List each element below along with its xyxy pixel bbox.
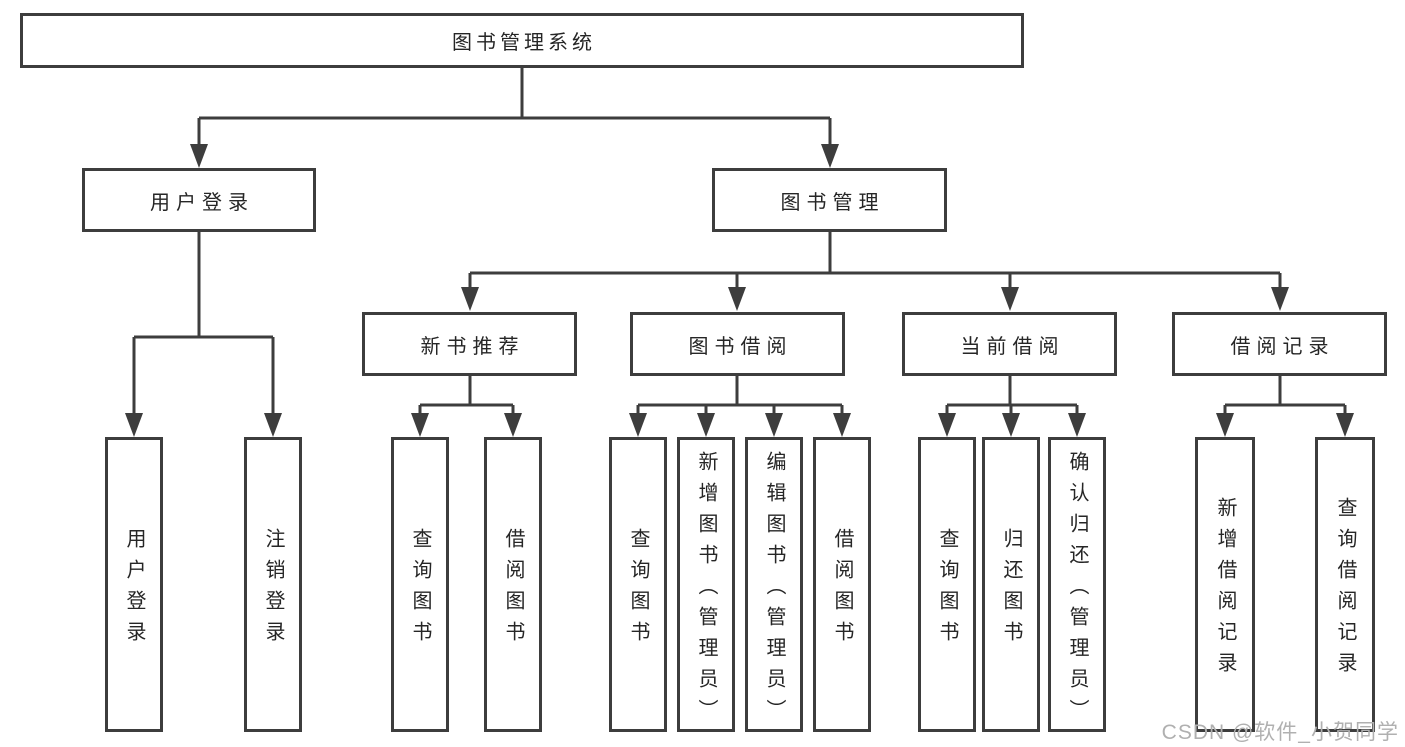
leaf-query-books-current: 查询图书 [918, 437, 976, 732]
leaf-query-borrow-record: 查询借阅记录 [1315, 437, 1375, 732]
leaf-query-books-borrow: 查询图书 [609, 437, 667, 732]
node-label: 查询图书 [627, 528, 649, 652]
node-current-borrow: 当前借阅 [902, 312, 1117, 376]
node-label: 编辑图书（管理员） [763, 451, 785, 730]
leaf-confirm-return-admin: 确认归还（管理员） [1048, 437, 1106, 732]
node-label: 借阅图书 [502, 528, 524, 652]
node-book-borrow: 图书借阅 [630, 312, 845, 376]
leaf-edit-book-admin: 编辑图书（管理员） [745, 437, 803, 732]
node-label: 查询图书 [409, 528, 431, 652]
node-book-management: 图书管理 [712, 168, 947, 232]
node-borrow-records: 借阅记录 [1172, 312, 1387, 376]
node-label: 借阅记录 [1230, 335, 1335, 358]
leaf-return-book: 归还图书 [982, 437, 1040, 732]
node-user-login: 用户登录 [82, 168, 316, 232]
leaf-user-login: 用户登录 [105, 437, 163, 732]
node-label: 查询借阅记录 [1334, 497, 1356, 683]
node-label: 借阅图书 [831, 528, 853, 652]
node-label: 注销登录 [262, 528, 284, 652]
node-label: 图书借阅 [688, 335, 793, 358]
leaf-add-borrow-record: 新增借阅记录 [1195, 437, 1255, 732]
node-new-book-recommend: 新书推荐 [362, 312, 577, 376]
node-label: 图书管理 [780, 191, 885, 214]
leaf-query-books-recommend: 查询图书 [391, 437, 449, 732]
leaf-borrow-books: 借阅图书 [813, 437, 871, 732]
node-label: 用户登录 [123, 528, 145, 652]
node-label: 新增图书（管理员） [695, 451, 717, 730]
arrowheads [125, 144, 1354, 437]
leaf-borrow-books-recommend: 借阅图书 [484, 437, 542, 732]
node-label: 确认归还（管理员） [1066, 451, 1088, 730]
node-label: 图书管理系统 [452, 32, 596, 54]
node-label: 当前借阅 [960, 335, 1065, 358]
leaf-logout: 注销登录 [244, 437, 302, 732]
csdn-watermark: CSDN @软件_小贺同学 [1161, 721, 1399, 744]
node-library-management-system: 图书管理系统 [20, 13, 1024, 68]
node-label: 查询图书 [936, 528, 958, 652]
node-label: 用户登录 [150, 191, 254, 214]
node-label: 归还图书 [1000, 528, 1022, 652]
leaf-add-book-admin: 新增图书（管理员） [677, 437, 735, 732]
node-label: 新书推荐 [420, 335, 525, 358]
node-label: 新增借阅记录 [1214, 497, 1236, 683]
